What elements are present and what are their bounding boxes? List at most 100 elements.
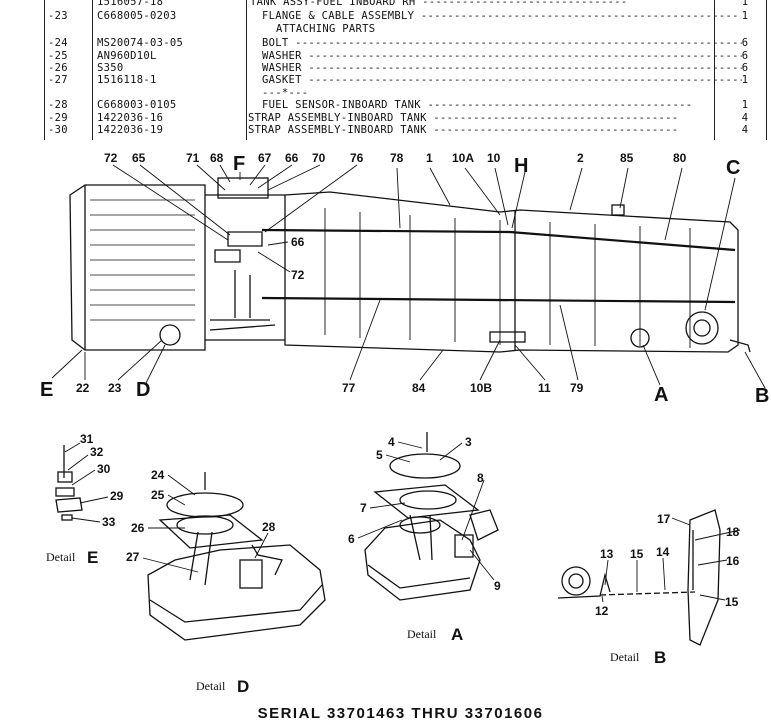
description-cell: TANK ASSY-FUEL INBOARD RH --------------…: [250, 0, 730, 8]
description-text: FUEL SENSOR-INBOARD TANK: [262, 99, 421, 111]
tank-left-end: [69, 184, 206, 351]
detail-e-letter: E: [87, 548, 98, 567]
callout-b: B: [755, 385, 769, 407]
description-text: ATTACHING PARTS: [276, 23, 376, 35]
table-row: ATTACHING PARTS: [0, 23, 771, 35]
callout-13: 13: [600, 547, 614, 561]
detail-b-drawing: [557, 509, 721, 646]
callout-6: 6: [348, 532, 355, 546]
description-text: STRAP ASSEMBLY-INBOARD TANK: [248, 112, 427, 124]
tank-bracket-b: [729, 339, 751, 353]
callout-65: 65: [132, 151, 146, 165]
callout-79: 79: [570, 381, 584, 395]
table-rule: [714, 0, 715, 140]
table-row: -23 C668005-0203 FLANGE & CABLE ASSEMBLY…: [0, 10, 771, 22]
callout-78: 78: [390, 151, 404, 165]
tank-body: [284, 191, 739, 353]
parts-table: 1516057-18 TANK ASSY-FUEL INBOARD RH ---…: [0, 0, 771, 140]
table-row: -28 C668003-0105 FUEL SENSOR-INBOARD TAN…: [0, 99, 771, 111]
detail-e-caption: Detail: [46, 550, 76, 564]
callout-11: 11: [538, 381, 551, 395]
part-number-cell: C668005-0203: [97, 10, 177, 22]
index-cell: -25: [48, 50, 68, 62]
table-row: -27 1516118-1 GASKET -------------------…: [0, 74, 771, 86]
callout-25: 25: [151, 488, 165, 502]
drain-fitting: [489, 331, 526, 343]
flange-c-inner: [693, 319, 711, 337]
callout-17: 17: [657, 512, 671, 526]
detail-a-caption: Detail: [407, 627, 437, 641]
callout-28: 28: [262, 520, 276, 534]
table-row: -25 AN960D10L WASHER -------------------…: [0, 50, 771, 62]
qty-cell: 1: [741, 10, 749, 22]
callout-27: 27: [126, 550, 140, 564]
table-row: -24 MS20074-03-05 BOLT -----------------…: [0, 37, 771, 49]
part-number-cell: 1516118-1: [97, 74, 157, 86]
table-rule: [246, 0, 247, 140]
callout-15b: 15: [725, 595, 739, 609]
callout-70: 70: [312, 151, 326, 165]
detail-d-drawing: [147, 472, 326, 641]
top-fitting: [611, 204, 625, 216]
tank-mid-section: [205, 194, 285, 341]
callout-29: 29: [110, 489, 124, 503]
part-number-cell: 1516057-18: [97, 0, 164, 8]
description-cell: FLANGE & CABLE ASSEMBLY ----------------…: [262, 10, 739, 22]
detail-a-leaders: [357, 441, 495, 581]
callout-f: F: [233, 153, 245, 175]
qty-cell: 1: [741, 0, 749, 8]
description-cell: ---*---: [262, 87, 309, 99]
callout-1: 1: [426, 151, 433, 165]
detail-b-leaders: [601, 517, 741, 603]
upper-rod: [261, 228, 736, 252]
main-callout-labels: 72 65 71 68 F 67 66 70 76 78 1 10A 10 H …: [40, 151, 769, 407]
detail-e-labels: 31 32 30 29 33 Detail E: [46, 432, 124, 567]
callout-d: D: [136, 379, 150, 401]
callout-18: 18: [726, 525, 740, 539]
callout-c: C: [726, 157, 740, 179]
callout-71: 71: [186, 151, 200, 165]
description-text: GASKET: [262, 74, 302, 86]
callout-76: 76: [350, 151, 364, 165]
qty-cell: 4: [741, 124, 749, 136]
description-cell: STRAP ASSEMBLY-INBOARD TANK ------------…: [248, 124, 679, 136]
description-text: STRAP ASSEMBLY-INBOARD TANK: [248, 124, 427, 136]
part-number-cell: 1422036-19: [97, 124, 164, 136]
callout-9: 9: [494, 579, 501, 593]
index-cell: -26: [48, 62, 68, 74]
description-cell: BOLT -----------------------------------…: [262, 37, 742, 49]
index-cell: -23: [48, 10, 68, 22]
qty-cell: 1: [741, 99, 749, 111]
index-cell: -27: [48, 74, 68, 86]
table-row: -26 S350 WASHER ------------------------…: [0, 62, 771, 74]
callout-3: 3: [465, 435, 472, 449]
callout-e: E: [40, 379, 53, 401]
callout-66: 66: [285, 151, 299, 165]
table-row: -29 1422036-16 STRAP ASSEMBLY-INBOARD TA…: [0, 112, 771, 124]
callout-26: 26: [131, 521, 145, 535]
callout-a: A: [654, 384, 668, 406]
callout-7: 7: [360, 501, 367, 515]
part-number-cell: MS20074-03-05: [97, 37, 184, 49]
description-cell: FUEL SENSOR-INBOARD TANK ---------------…: [262, 99, 693, 111]
vent-fitting: [217, 177, 269, 199]
callout-8: 8: [477, 471, 484, 485]
callout-15: 15: [630, 547, 644, 561]
callout-84: 84: [412, 381, 426, 395]
main-tank-assembly: [69, 177, 751, 353]
detail-b-labels: 17 18 16 13 15 14 15 12 Detail B: [595, 512, 740, 667]
detail-b-caption: Detail: [610, 650, 640, 664]
callout-5: 5: [376, 448, 383, 462]
callout-68: 68: [210, 151, 224, 165]
table-rule: [44, 0, 45, 140]
callout-10b: 10B: [470, 381, 492, 395]
callout-72: 72: [104, 151, 118, 165]
table-row: ---*---: [0, 87, 771, 99]
description-text: WASHER: [262, 50, 302, 62]
flange-d: [159, 324, 181, 346]
callout-h: H: [514, 155, 528, 177]
qty-cell: 6: [741, 62, 749, 74]
callout-31: 31: [80, 432, 94, 446]
index-cell: -30: [48, 124, 68, 136]
detail-d-caption: Detail: [196, 679, 226, 693]
